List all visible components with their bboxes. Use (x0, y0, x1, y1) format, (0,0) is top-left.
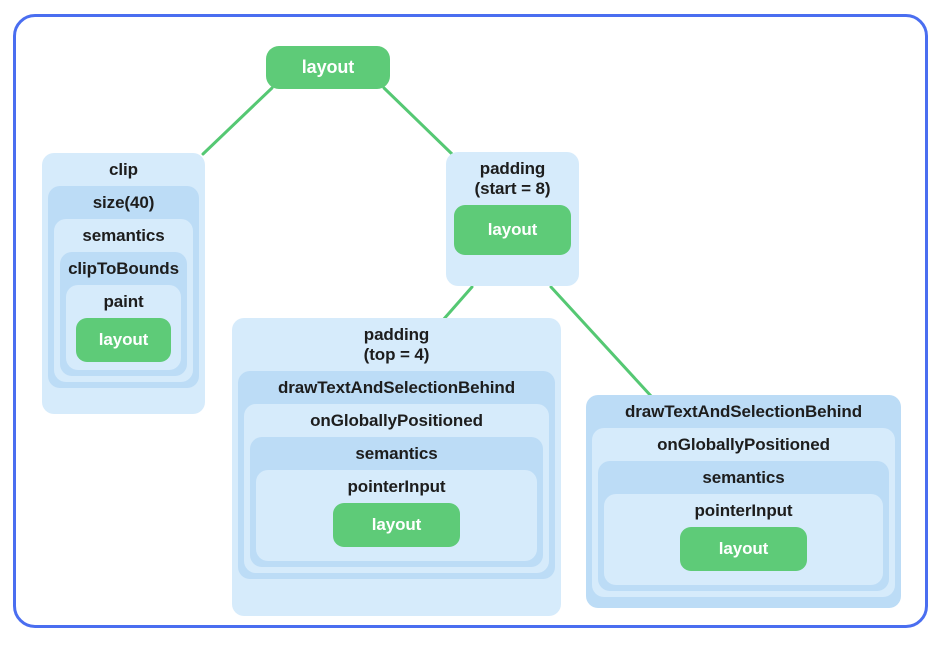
modifier-drawtextandselectionbehind-right[interactable]: drawTextAndSelectionBehind onGloballyPos… (586, 395, 901, 608)
modifier-semantics-right-label: semantics (702, 468, 785, 488)
modifier-semantics[interactable]: semantics clipToBounds paint layout (54, 219, 193, 383)
modifier-cliptobounds-label: clipToBounds (68, 259, 179, 279)
modifier-semantics-right[interactable]: semantics pointerInput layout (598, 461, 889, 592)
modifier-semantics-label: semantics (355, 444, 438, 464)
modifier-drawtextandselectionbehind-label: drawTextAndSelectionBehind (277, 378, 515, 398)
modifier-clip[interactable]: clip size(40) semantics clipToBounds pai… (42, 153, 205, 414)
modifier-pointerinput-label: pointerInput (347, 477, 446, 497)
modifier-clip-label: clip (109, 160, 138, 179)
modifier-padding-start-label: padding (start = 8) (474, 159, 551, 199)
modifier-drawtextandselectionbehind-right-label: drawTextAndSelectionBehind (624, 402, 862, 421)
padding-top-layout-node[interactable]: layout (333, 503, 460, 548)
modifier-drawtextandselectionbehind[interactable]: drawTextAndSelectionBehind onGloballyPos… (238, 371, 555, 580)
modifier-padding-start[interactable]: padding (start = 8) layout (446, 152, 579, 286)
modifier-pointerinput[interactable]: pointerInput layout (256, 470, 537, 562)
modifier-padding-top-label: padding (top = 4) (363, 325, 430, 365)
modifier-pointerinput-right-label: pointerInput (694, 501, 793, 521)
padding-start-layout-node[interactable]: layout (454, 205, 571, 256)
modifier-size40-label: size(40) (92, 193, 155, 213)
modifier-pointerinput-right[interactable]: pointerInput layout (604, 494, 883, 586)
modifier-paint[interactable]: paint layout (66, 285, 181, 371)
modifier-padding-top[interactable]: padding (top = 4) drawTextAndSelectionBe… (232, 318, 561, 616)
modifier-semantics[interactable]: semantics pointerInput layout (250, 437, 543, 568)
clip-layout-node[interactable]: layout (76, 318, 171, 363)
modifier-ongloballypositioned-right-label: onGloballyPositioned (657, 435, 830, 455)
modifier-ongloballypositioned-label: onGloballyPositioned (310, 411, 483, 431)
modifier-ongloballypositioned-right[interactable]: onGloballyPositioned semantics pointerIn… (592, 428, 895, 598)
modifier-size40[interactable]: size(40) semantics clipToBounds paint la… (48, 186, 199, 389)
modifier-cliptobounds[interactable]: clipToBounds paint layout (60, 252, 187, 377)
root-layout-node[interactable]: layout (266, 46, 390, 89)
modifier-ongloballypositioned[interactable]: onGloballyPositioned semantics pointerIn… (244, 404, 549, 574)
modifier-paint-label: paint (103, 292, 144, 312)
right-layout-node[interactable]: layout (680, 527, 807, 572)
modifier-semantics-label: semantics (82, 226, 165, 246)
